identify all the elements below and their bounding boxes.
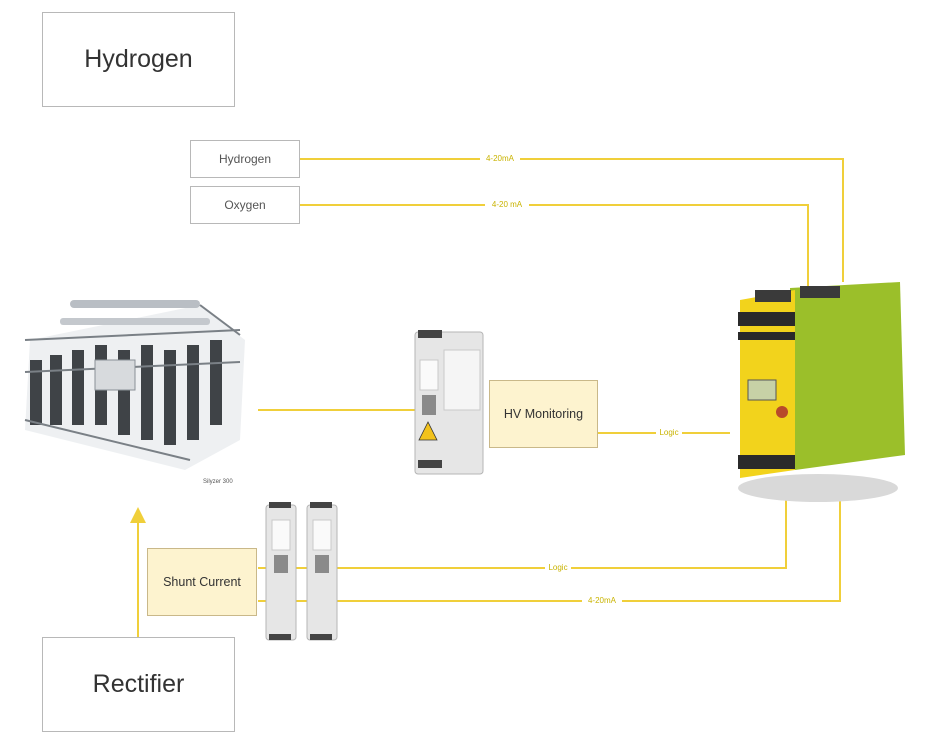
hydrogen-title-text: Hydrogen bbox=[84, 45, 193, 73]
hydrogen-signal-line bbox=[300, 158, 844, 282]
electrolyser-illustration: Silyzer 300 bbox=[24, 300, 245, 485]
oxygen-signal-label: 4-20 mA bbox=[492, 200, 523, 209]
hv-monitoring-box: HV Monitoring bbox=[489, 380, 598, 448]
hv-logic-label: Logic bbox=[659, 428, 678, 437]
oxygen-sensor-box: Oxygen bbox=[190, 186, 300, 224]
hydrogen-sensor-box: Hydrogen bbox=[190, 140, 300, 178]
oxygen-signal-line bbox=[300, 204, 809, 286]
shunt-current-modules bbox=[265, 502, 338, 641]
shunt-logic-label: Logic bbox=[548, 563, 567, 572]
shunt-current-label: Shunt Current bbox=[163, 575, 241, 589]
safety-controller bbox=[738, 282, 905, 502]
hv-monitoring-label: HV Monitoring bbox=[503, 407, 584, 421]
rectifier-label: Rectifier bbox=[92, 670, 185, 698]
hydrogen-title-box: Hydrogen bbox=[42, 12, 235, 107]
shunt-signal-line bbox=[258, 487, 841, 602]
rectifier-box: Rectifier bbox=[42, 637, 235, 732]
shunt-signal-label: 4-20mA bbox=[588, 596, 617, 605]
hydrogen-sensor-label: Hydrogen bbox=[218, 152, 272, 166]
electrolyser-caption: Silyzer 300 bbox=[203, 479, 233, 485]
hydrogen-signal-label: 4-20mA bbox=[486, 154, 515, 163]
oxygen-sensor-label: Oxygen bbox=[224, 198, 266, 212]
shunt-logic-line bbox=[258, 487, 787, 569]
hv-monitor-module bbox=[414, 330, 484, 475]
shunt-current-box: Shunt Current bbox=[147, 548, 257, 616]
